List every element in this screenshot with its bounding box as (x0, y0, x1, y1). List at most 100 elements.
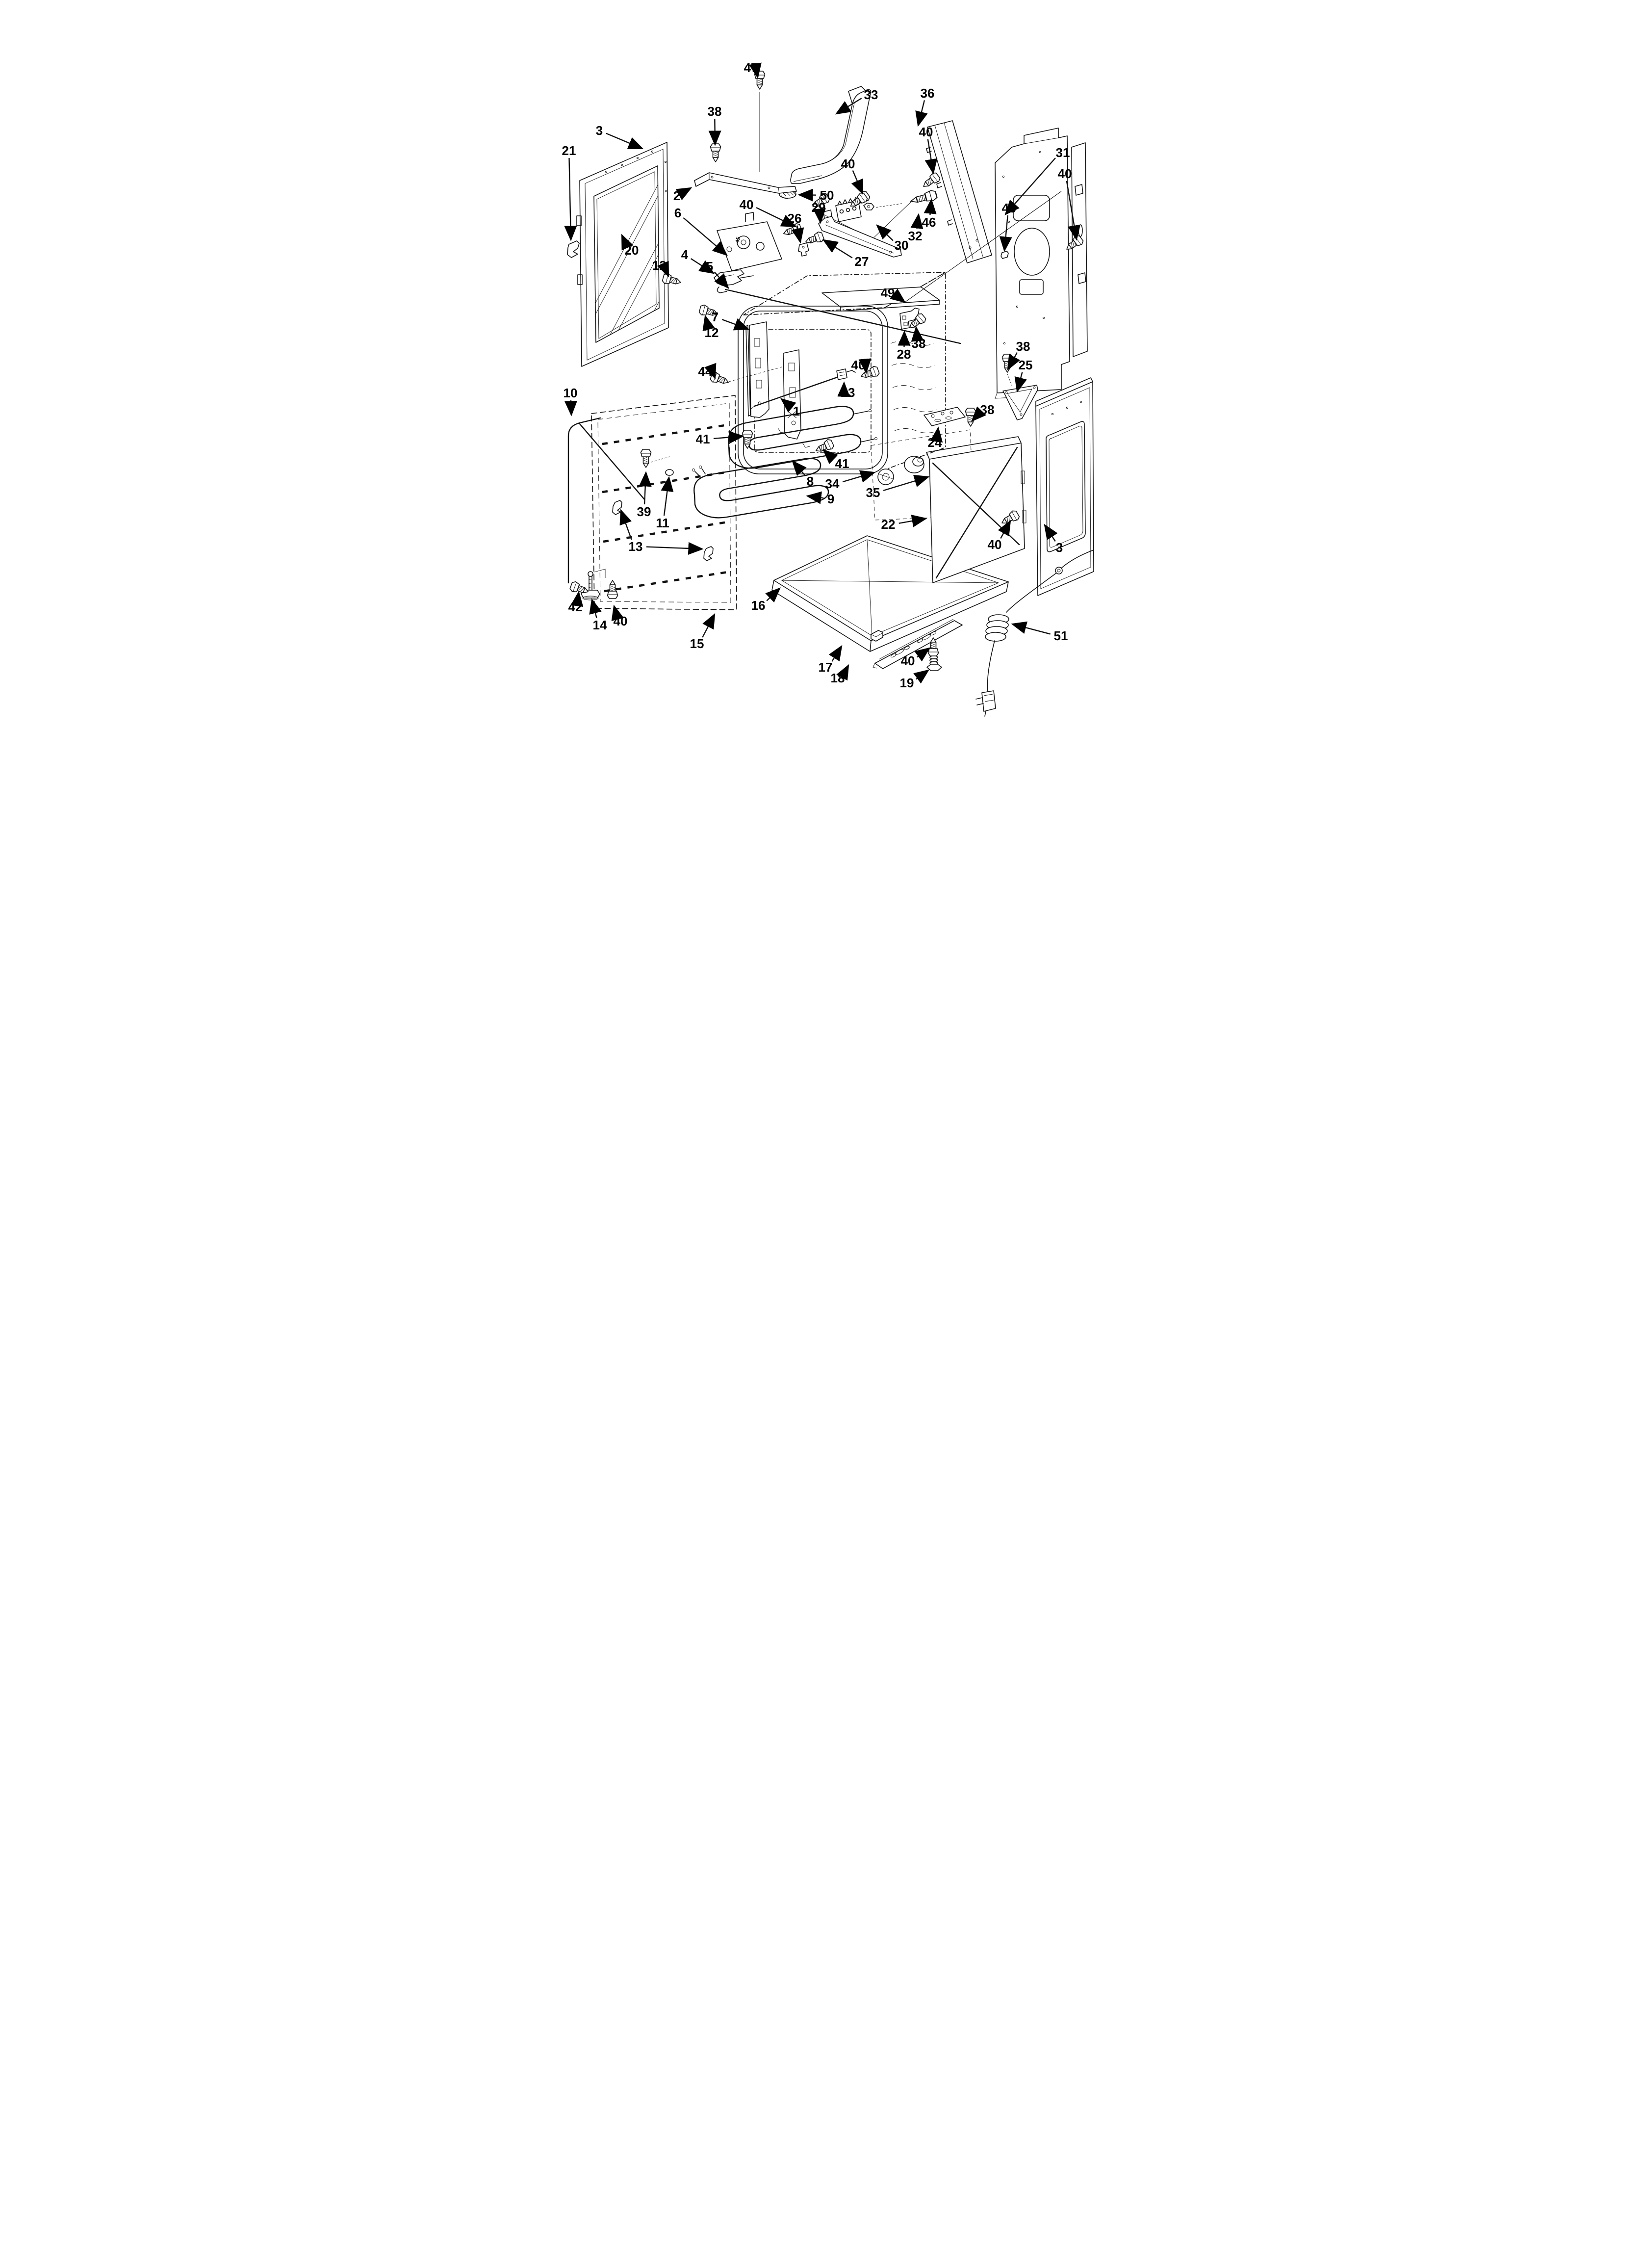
leader-arrow (564, 157, 577, 241)
callout-23: 23 (837, 381, 855, 400)
leader-arrow (606, 132, 644, 150)
callout-40: 40 (1058, 166, 1081, 241)
callout-16: 16 (751, 587, 781, 613)
power-cord (975, 549, 1094, 717)
leader-arrow (1044, 523, 1058, 542)
callout-number: 47 (744, 60, 758, 75)
leader-arrow (883, 474, 930, 492)
leader-arrow (1007, 352, 1021, 371)
callout-11: 11 (656, 476, 674, 530)
base-pan (771, 535, 1009, 652)
callout-number: 38 (1016, 339, 1030, 354)
leader-arrow (835, 98, 862, 115)
callout-8: 8 (792, 460, 814, 489)
leader-arrow (1004, 157, 1056, 215)
leader-arrow (589, 598, 602, 618)
callout-number: 40 (901, 653, 915, 668)
callout-number: 4 (681, 247, 689, 262)
callout-number: 8 (807, 474, 814, 489)
callout-number: 40 (740, 197, 754, 212)
latch-assembly (717, 212, 782, 280)
leader-arrow (971, 406, 987, 422)
leader-arrow (714, 271, 729, 289)
callout-18: 18 (831, 664, 849, 685)
bake-element (728, 406, 877, 469)
rear-panel-flange (1071, 142, 1088, 357)
callout-number: 21 (562, 143, 576, 158)
leader-arrow (570, 591, 584, 607)
leader-arrow (924, 198, 937, 215)
clip-17 (871, 630, 883, 642)
rear-panel (995, 128, 1088, 399)
leader-arrow (836, 664, 849, 681)
callout-number: 40 (1058, 166, 1072, 181)
oven-sensor (750, 368, 856, 410)
leader-arrow (765, 587, 781, 603)
callout-number: 34 (825, 476, 840, 491)
top-bracket (694, 172, 797, 194)
callout-20: 20 (621, 234, 639, 258)
callout-38: 38 (1007, 339, 1030, 371)
callout-51: 51 (1011, 621, 1068, 643)
leader-arrow (791, 225, 804, 244)
callout-number: 9 (827, 492, 834, 506)
front-rail-group (871, 619, 963, 671)
callout-number: 39 (637, 504, 651, 519)
leader-arrow (1066, 181, 1081, 241)
callout-number: 5 (706, 259, 713, 274)
callout-6: 6 (674, 206, 728, 256)
oven-cavity (738, 272, 946, 474)
leader-arrow (721, 318, 750, 331)
hinge-arms (728, 321, 801, 440)
callout-3: 3 (596, 123, 644, 150)
callout-number: 48 (1002, 201, 1016, 215)
callout-number: 3 (596, 123, 603, 138)
callout-40: 40 (841, 156, 864, 195)
callout-9: 9 (806, 491, 834, 506)
callout-number: 1 (793, 404, 800, 418)
clip-21 (567, 240, 580, 258)
callout-41: 41 (822, 449, 849, 471)
callout-38: 38 (911, 326, 925, 351)
leader-arrow (924, 139, 938, 175)
callout-41: 41 (696, 431, 744, 446)
callout-27: 27 (822, 239, 869, 269)
leader-arrow (911, 326, 924, 342)
callout-45: 45 (734, 236, 742, 243)
callout-14: 14 (589, 598, 607, 632)
leader-arrow (999, 215, 1012, 252)
leader-arrow (657, 261, 669, 278)
leader-arrow (704, 363, 717, 380)
callout-35: 35 (866, 474, 930, 500)
callout-33: 33 (835, 87, 878, 115)
callout-number: 49 (881, 286, 895, 300)
callout-26: 26 (788, 211, 804, 244)
callout-2: 2 (673, 187, 693, 203)
callout-15: 15 (690, 613, 716, 651)
callout-38: 38 (971, 402, 994, 422)
callout-number: 45 (734, 236, 742, 243)
callout-40: 40 (851, 358, 872, 374)
callout-12: 12 (702, 314, 718, 340)
leader-arrow (876, 224, 894, 241)
callout-number: 30 (895, 238, 909, 253)
channel-brace (926, 120, 992, 263)
callout-40: 40 (901, 647, 931, 668)
stud-48 (1001, 251, 1009, 259)
callout-number: 20 (625, 243, 639, 258)
leader-arrow (915, 100, 928, 127)
callout-40: 40 (611, 604, 627, 628)
leader-arrow (913, 669, 930, 684)
leader-arrow (621, 234, 634, 251)
leader-arrow (646, 542, 704, 555)
nut-46 (863, 203, 874, 210)
callout-31: 31 (1004, 145, 1070, 215)
leader-arrow (930, 426, 943, 443)
callout-number: 22 (881, 517, 896, 532)
callout-number: 32 (908, 229, 923, 243)
leader-arrow (806, 491, 824, 504)
leader-arrow (890, 288, 906, 303)
callout-13: 13 (619, 509, 704, 555)
